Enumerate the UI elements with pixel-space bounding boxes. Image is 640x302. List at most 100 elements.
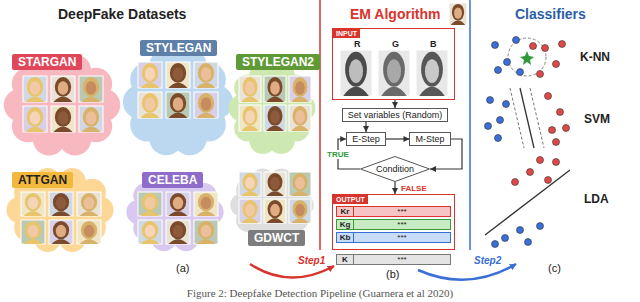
panel-letter: (a) xyxy=(176,262,189,275)
data-point xyxy=(517,227,524,234)
dataset-banner: STARGAN xyxy=(12,54,82,70)
dataset-cloud xyxy=(7,168,114,252)
face-photo xyxy=(289,76,311,102)
data-point xyxy=(549,127,556,134)
step-label: Step2 xyxy=(474,255,501,267)
face-photo xyxy=(264,199,286,223)
input-box: INPUTRGB xyxy=(332,28,455,100)
face xyxy=(56,225,67,237)
face-photo xyxy=(138,62,162,88)
shoulders xyxy=(79,239,98,244)
vector-name: Kr xyxy=(337,207,354,216)
hair xyxy=(142,63,158,83)
svm-margin xyxy=(530,88,544,148)
face xyxy=(245,177,255,189)
face xyxy=(86,81,97,95)
data-point xyxy=(503,101,510,108)
photo-frame xyxy=(138,192,162,216)
face-photo xyxy=(77,220,101,244)
shoulders xyxy=(23,211,42,216)
photo-frame xyxy=(77,192,101,216)
photo-frame xyxy=(289,76,311,102)
face-photo xyxy=(77,192,101,216)
data-point xyxy=(545,177,552,184)
face-photo xyxy=(264,172,286,196)
face xyxy=(270,204,280,216)
hair xyxy=(383,52,405,87)
face xyxy=(173,197,184,209)
flow-arrow xyxy=(394,100,395,108)
shoulders xyxy=(140,211,159,216)
edge-label: FALSE xyxy=(400,184,428,193)
face xyxy=(201,197,212,209)
face-photo xyxy=(194,220,218,244)
photo-frame xyxy=(449,3,467,25)
panel-divider xyxy=(319,0,321,250)
data-point xyxy=(553,159,560,166)
dataset-banner: STYLEGAN2 xyxy=(236,54,320,70)
face xyxy=(454,7,462,18)
data-point xyxy=(492,241,499,248)
channel-name: R xyxy=(354,39,361,49)
hair xyxy=(345,52,367,87)
hair xyxy=(142,193,158,211)
hair xyxy=(53,221,69,239)
panel-letter: (c) xyxy=(548,262,561,275)
face-photo xyxy=(239,105,261,131)
hair xyxy=(452,4,464,21)
face xyxy=(270,81,280,95)
face xyxy=(295,81,305,95)
face xyxy=(30,111,41,125)
figure-caption: Figure 2: Deepfake Detection Pipeline (G… xyxy=(0,287,640,300)
face-photo xyxy=(79,76,103,102)
face-photo xyxy=(166,192,190,216)
face xyxy=(58,81,69,95)
hair xyxy=(81,221,97,239)
shoulders xyxy=(451,21,465,25)
face-photo xyxy=(289,199,311,223)
photo-frame xyxy=(264,76,286,102)
photo-frame xyxy=(289,172,311,196)
hair xyxy=(170,63,186,83)
vector-values: *** xyxy=(354,220,450,229)
shoulders xyxy=(343,87,369,96)
face-photo xyxy=(23,106,47,132)
cloud-bump xyxy=(234,75,261,102)
shoulders xyxy=(81,97,100,102)
face xyxy=(173,97,184,111)
dataset-banner: CELEBA xyxy=(142,172,203,188)
output-vector: Kr*** xyxy=(336,206,451,217)
shoulders xyxy=(168,83,187,88)
panel-title: Classifiers xyxy=(515,6,586,23)
photo-frame xyxy=(340,50,372,96)
photo-frame xyxy=(239,76,261,102)
data-point xyxy=(537,71,544,78)
data-point xyxy=(553,139,560,146)
photo-frame xyxy=(194,92,218,118)
photo-frame xyxy=(138,220,162,244)
shoulders xyxy=(419,87,445,96)
shoulders xyxy=(241,191,259,196)
step-arrow xyxy=(250,264,334,278)
shoulders xyxy=(23,239,42,244)
vector-name: Kg xyxy=(337,220,354,229)
data-point xyxy=(537,157,544,164)
face-photo xyxy=(239,199,261,223)
data-point xyxy=(492,42,499,49)
vector-values: *** xyxy=(354,255,450,264)
shoulders xyxy=(51,211,70,216)
hair xyxy=(293,77,308,97)
data-point xyxy=(495,67,502,74)
photo-frame xyxy=(416,50,448,96)
face xyxy=(425,59,439,83)
shoulders xyxy=(381,87,407,96)
output-vector: K*** xyxy=(336,254,451,265)
face xyxy=(173,67,184,81)
shoulders xyxy=(53,127,72,132)
vector-values: *** xyxy=(354,207,450,216)
face xyxy=(173,225,184,237)
face xyxy=(28,225,39,237)
step-arrow xyxy=(418,264,516,280)
face-photo xyxy=(340,50,372,96)
classifier-plots xyxy=(485,37,571,248)
